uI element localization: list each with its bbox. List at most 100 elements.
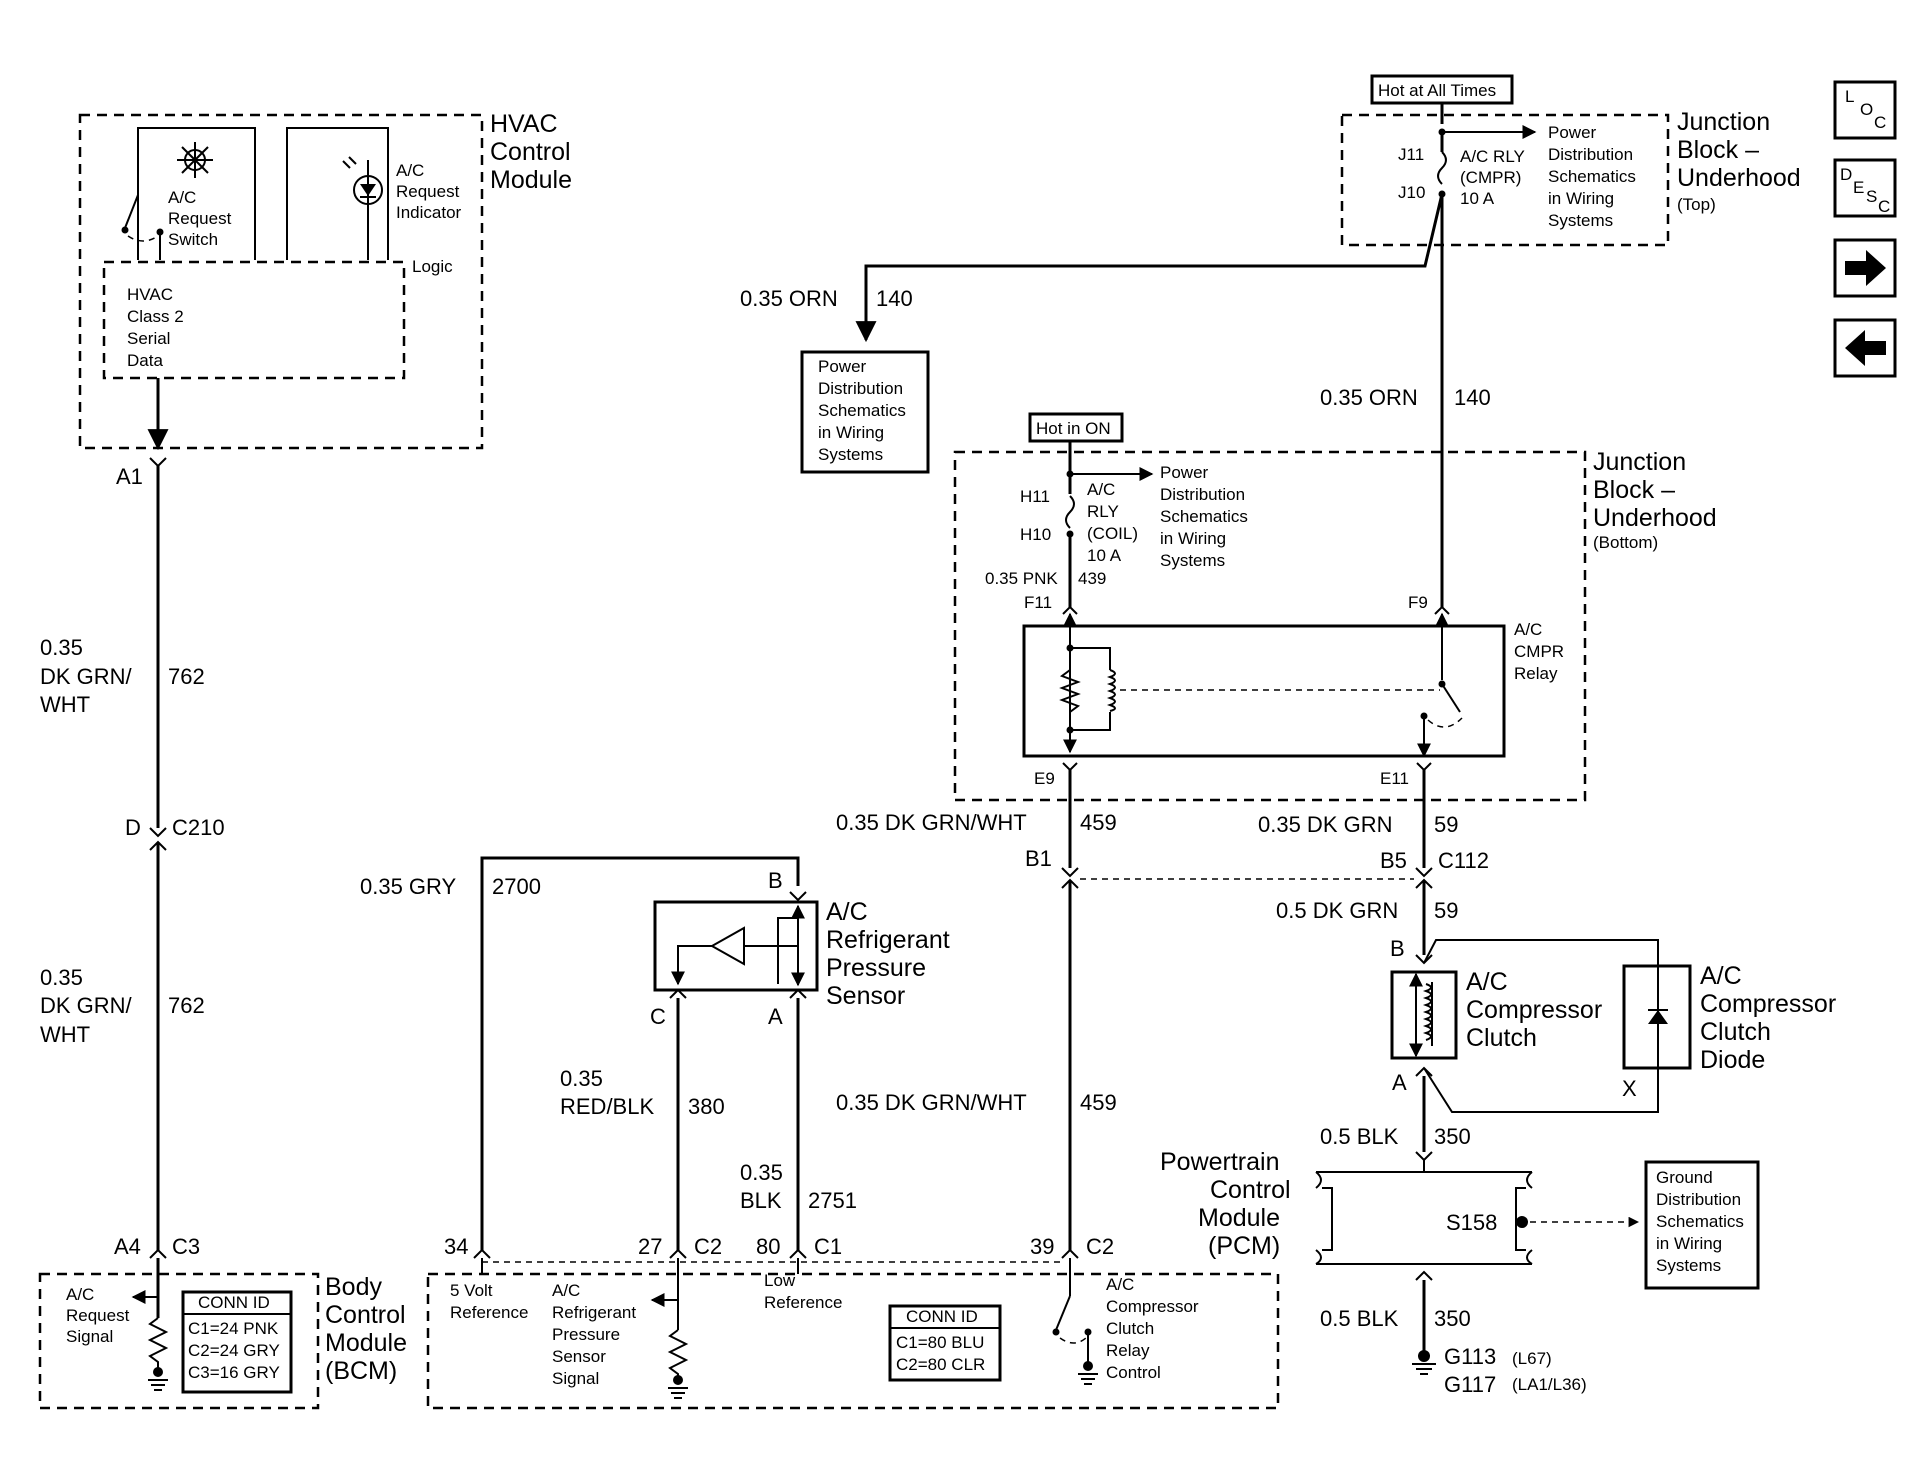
desc-letter-d: D <box>1840 165 1852 184</box>
relay-control-5: Control <box>1106 1363 1161 1382</box>
relay-control-3: Clutch <box>1106 1319 1154 1338</box>
pd-box-3: Schematics <box>818 401 906 420</box>
jb-bottom-title-3: Underhood <box>1593 504 1717 532</box>
indicator-label-2: Request <box>396 182 460 201</box>
pin-d: D <box>125 815 141 840</box>
wire-140-left-label: 0.35 ORN <box>740 286 838 311</box>
ground-g113-option: (L67) <box>1512 1349 1552 1368</box>
pin-h10: H10 <box>1020 525 1051 544</box>
jb-top-pd-2: Distribution <box>1548 145 1633 164</box>
hvac-title-3: Module <box>490 166 572 194</box>
gd-box-2: Distribution <box>1656 1190 1741 1209</box>
pd-box-5: Systems <box>818 445 883 464</box>
arrow-left-icon <box>1845 330 1886 366</box>
diode-title-1: A/C <box>1700 962 1742 990</box>
pcm-ground-icon-1 <box>668 1375 688 1399</box>
serial-label-1: HVAC <box>127 285 173 304</box>
pin-a1: A1 <box>116 464 143 489</box>
switch-label-2: Request <box>168 209 232 228</box>
pd-box-2: Distribution <box>818 379 903 398</box>
wire-2751-label-1: 0.35 <box>740 1160 783 1185</box>
wire-350-upper-circuit: 350 <box>1434 1124 1471 1149</box>
jb-top-pd-3: Schematics <box>1548 167 1636 186</box>
jb-top-fuse-2: (CMPR) <box>1460 168 1521 187</box>
pin-b5: B5 <box>1380 848 1407 873</box>
wire-380-label-1: 0.35 <box>560 1066 603 1091</box>
bcm-title-4: (BCM) <box>325 1357 397 1385</box>
wire-380-label-2: RED/BLK <box>560 1094 654 1119</box>
wire-762-lower-label-1: 0.35 <box>40 965 83 990</box>
clutch-title-1: A/C <box>1466 968 1508 996</box>
request-switch-icon <box>121 194 164 260</box>
jb-bottom-pd-2: Distribution <box>1160 485 1245 504</box>
serial-label-4: Data <box>127 351 163 370</box>
desc-button[interactable]: D E S C <box>1833 158 1897 218</box>
pin-e11: E11 <box>1380 769 1409 788</box>
ground-g117-option: (LA1/L36) <box>1512 1375 1587 1394</box>
connector-c112: C112 <box>1438 848 1489 873</box>
jb-bottom-pd-5: Systems <box>1160 551 1225 570</box>
pcm-driver-switch-icon <box>1052 1258 1092 1364</box>
bcm-conn-id-1: C1=24 PNK <box>188 1319 279 1338</box>
wire-459-top-label: 0.35 DK GRN/WHT <box>836 810 1027 835</box>
relay-control-4: Relay <box>1106 1341 1150 1360</box>
next-page-button[interactable] <box>1833 238 1897 298</box>
wire-2700-circuit: 2700 <box>492 874 541 899</box>
pd-box-4: in Wiring <box>818 423 884 442</box>
pcm-conn-id-2: C2=80 CLR <box>896 1355 985 1374</box>
pcm-conn-id-1: C1=80 BLU <box>896 1333 984 1352</box>
sensor-signal-5: Signal <box>552 1369 599 1388</box>
wire-439-label: 0.35 PNK <box>985 569 1058 588</box>
pin-j10: J10 <box>1398 183 1425 202</box>
refrigerant-pressure-sensor: 0.35 GRY 2700 B A/C Refrigerant Pressure… <box>360 856 950 1250</box>
jb-top-sub: (Top) <box>1677 195 1716 214</box>
ground-g117: G117 <box>1444 1372 1496 1397</box>
wire-2751-label-2: BLK <box>740 1188 782 1213</box>
loc-letter-o: O <box>1860 100 1873 119</box>
wire-2700-label: 0.35 GRY <box>360 874 457 899</box>
wire-59-top-circuit: 59 <box>1434 812 1458 837</box>
hot-in-on-label: Hot in ON <box>1036 419 1111 438</box>
jb-top-title-1: Junction <box>1677 108 1770 136</box>
previous-page-button[interactable] <box>1833 318 1897 378</box>
bcm-title-1: Body <box>325 1273 382 1301</box>
serial-label-2: Class 2 <box>127 307 184 326</box>
pcm-resistor-icon <box>667 1329 689 1378</box>
bcm-signal-3: Signal <box>66 1327 113 1346</box>
jb-bottom-fuse-3: (COIL) <box>1087 524 1138 543</box>
wire-459-bottom-circuit: 459 <box>1080 1090 1117 1115</box>
low-ref-2: Reference <box>764 1293 842 1312</box>
loc-button[interactable]: L O C <box>1833 80 1897 140</box>
resistor-icon <box>147 1317 169 1368</box>
sensor-title-1: A/C <box>826 898 868 926</box>
snowflake-icon <box>177 142 213 178</box>
jb-bottom-pd-4: in Wiring <box>1160 529 1226 548</box>
pcm-title-4: (PCM) <box>1208 1232 1280 1260</box>
pin-e9: E9 <box>1034 769 1055 788</box>
pcm-title-2: Control <box>1210 1176 1291 1204</box>
jb-top-pd-4: in Wiring <box>1548 189 1614 208</box>
wire-380-circuit: 380 <box>688 1094 725 1119</box>
bcm-signal-2: Request <box>66 1306 130 1325</box>
jb-top-title-2: Block – <box>1677 136 1759 164</box>
arrow-right-icon <box>1845 250 1886 286</box>
pin-f9: F9 <box>1408 593 1428 612</box>
jb-bottom-fuse-1: A/C <box>1087 480 1115 499</box>
pin-h11: H11 <box>1020 487 1050 506</box>
hot-at-all-times-label: Hot at All Times <box>1378 81 1496 100</box>
diode-pin-x: X <box>1622 1076 1637 1101</box>
jb-top-fuse-3: 10 A <box>1460 189 1495 208</box>
pcm-connector-c1: C1 <box>814 1234 842 1259</box>
led-indicator-icon <box>342 156 383 260</box>
bcm-title-2: Control <box>325 1301 406 1329</box>
pcm-title-3: Module <box>1198 1204 1280 1232</box>
hvac-title-2: Control <box>490 138 571 166</box>
clutch-pin-a: A <box>1392 1070 1407 1095</box>
switch-label-3: Switch <box>168 230 218 249</box>
powertrain-control-module: Powertrain Control Module (PCM) 34 27 C2… <box>426 1148 1291 1410</box>
splice-dot <box>1516 1216 1528 1228</box>
jb-bottom-title-2: Block – <box>1593 476 1675 504</box>
connector-c210: C210 <box>172 815 225 840</box>
relay-label-3: Relay <box>1514 664 1558 683</box>
gd-box-5: Systems <box>1656 1256 1721 1275</box>
